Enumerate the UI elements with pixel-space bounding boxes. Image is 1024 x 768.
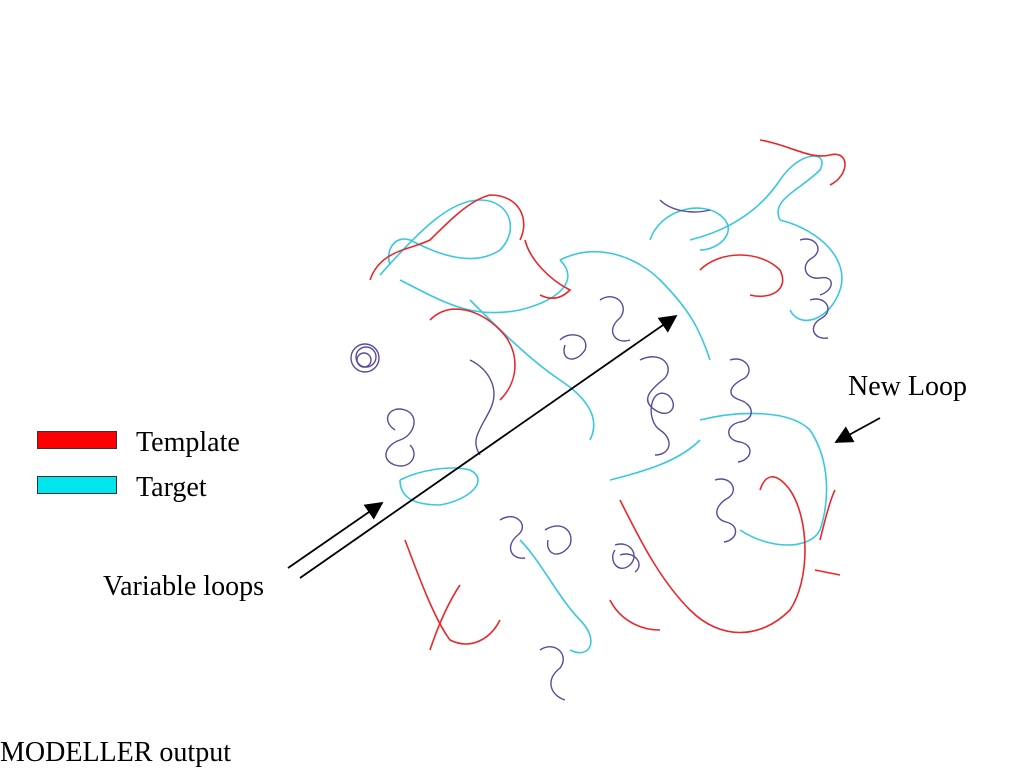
new-loop-arrow bbox=[834, 417, 881, 443]
template-backbone-trace bbox=[369, 139, 846, 651]
slide-caption: MODELLER output bbox=[0, 737, 231, 768]
variable-loops-arrow-upper bbox=[299, 314, 678, 579]
new-loop-label: New Loop bbox=[848, 371, 967, 402]
variable-loops-arrows bbox=[287, 314, 678, 579]
aligned-core-helices bbox=[350, 199, 832, 701]
legend-label-target: Target bbox=[136, 472, 207, 503]
target-backbone-trace bbox=[379, 155, 843, 654]
variable-loops-arrow-lower bbox=[287, 501, 384, 569]
legend-swatch-target bbox=[37, 476, 117, 494]
legend-label-template: Template bbox=[136, 427, 240, 458]
variable-loops-label: Variable loops bbox=[103, 571, 264, 602]
legend-swatch-template bbox=[37, 431, 117, 449]
